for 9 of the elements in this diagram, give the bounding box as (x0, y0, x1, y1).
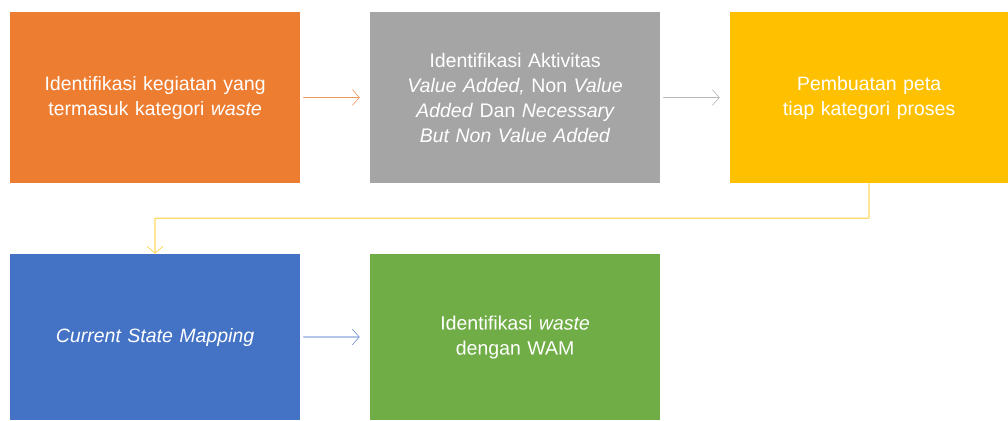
process-box: Identifikasi Aktivitas Value Added, Non Value Added Dan Necessary But Non Value Added (370, 12, 660, 183)
process-box: Pembuatan peta tiap kategori proses (730, 12, 1008, 183)
arrow (302, 328, 360, 346)
arrow (302, 89, 360, 106)
process-box: Identifikasi kegiatan yang termasuk kategori waste (10, 12, 300, 183)
process-box: Current State Mapping (10, 254, 300, 420)
arrow (146, 182, 870, 254)
arrow (662, 89, 720, 106)
process-box: Identifikasi waste dengan WAM (370, 254, 660, 420)
